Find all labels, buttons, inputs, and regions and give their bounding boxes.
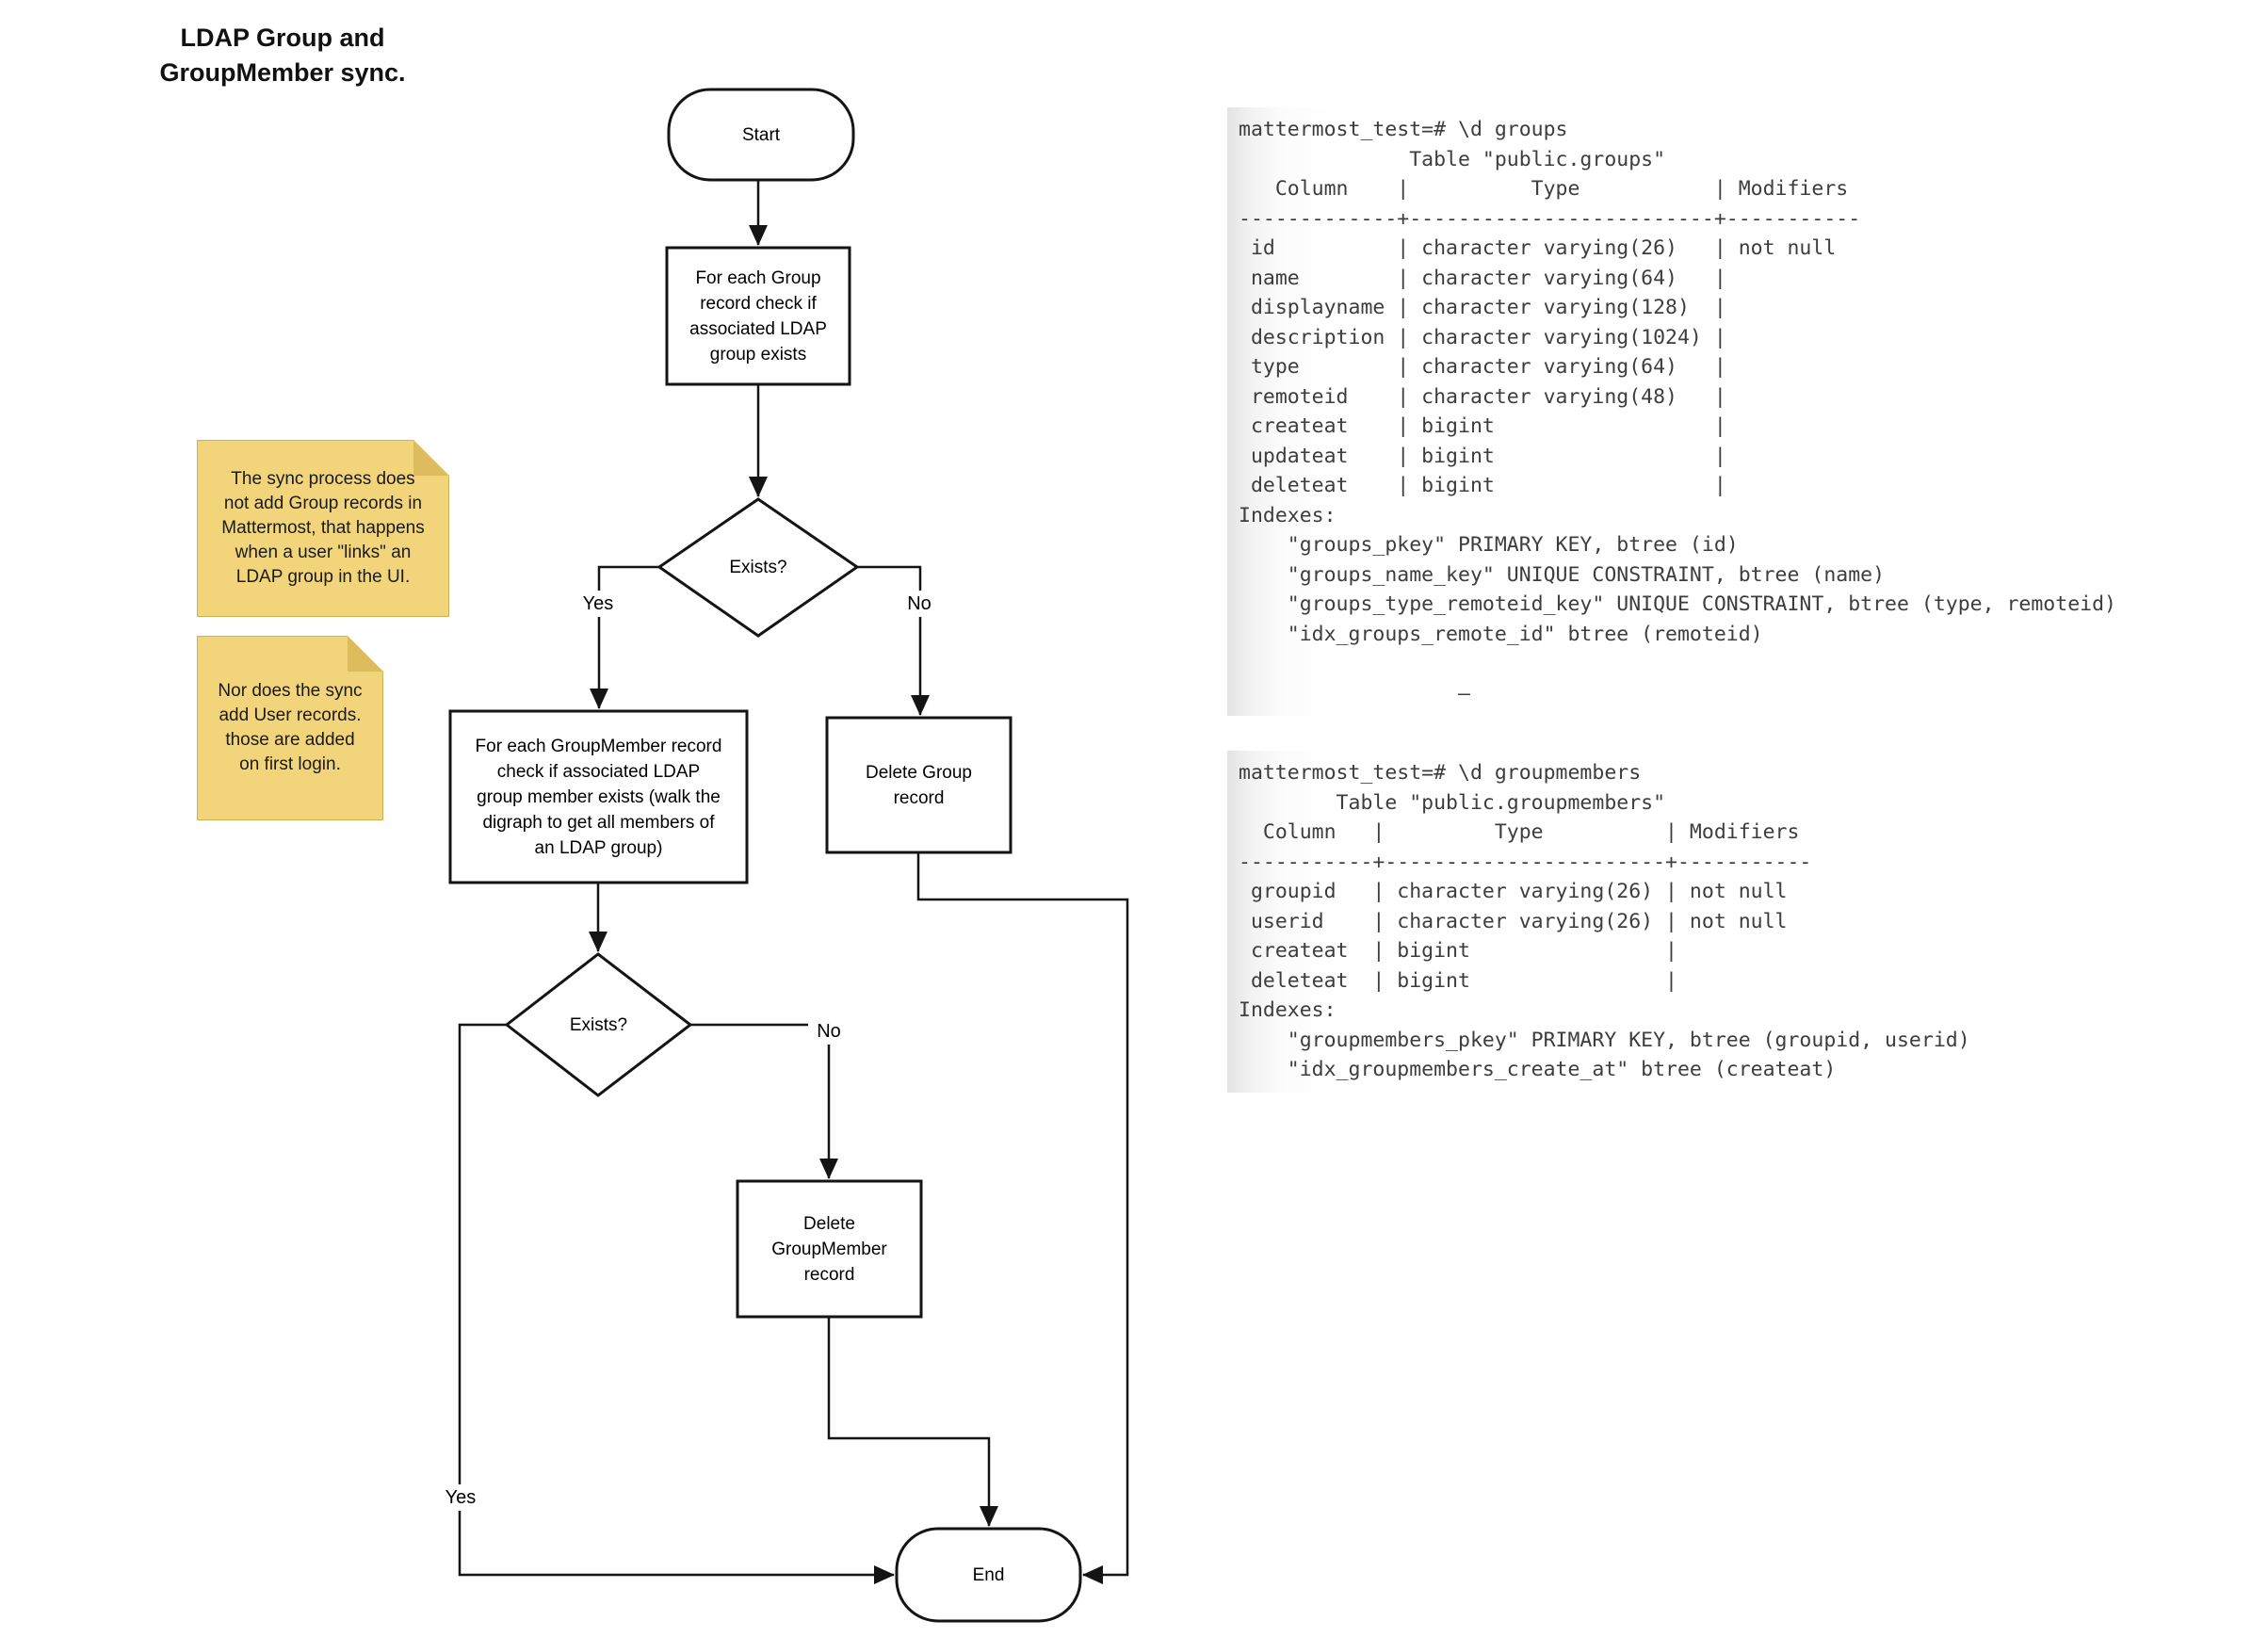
start-node-shape [667, 88, 855, 182]
exists1-diamond-label: Exists? [729, 558, 787, 577]
check-groupmember-box-shape [448, 709, 749, 884]
flowchart-canvas [448, 88, 1129, 1623]
edge-deletegroupmember-to-end [827, 1317, 998, 1527]
edge-label-no-exists1: No [898, 591, 941, 617]
delete-groupmember-box-label: Delete GroupMember record [771, 1213, 887, 1285]
edge-label-yes-exists2: Yes [437, 1484, 484, 1511]
start-node-label: Start [741, 124, 781, 145]
edge-exists1-no-to-deletegroup [857, 565, 930, 716]
check-groupmember-box-label: For each GroupMember record check if ass… [475, 736, 722, 858]
diagram-title: LDAP Group and GroupMember sync. [159, 24, 406, 87]
sticky-note-user-records-text: Nor does the sync add User records. thos… [218, 681, 363, 774]
check-group-box-label: For each Group record check if associate… [689, 267, 827, 365]
check-group-box-shape [665, 246, 851, 386]
terminal-groups-table: mattermost_test=# \d groups Table "publi… [1227, 107, 2116, 716]
exists2-diamond-shape [504, 952, 693, 1097]
edge-label-no-exists2: No [808, 1018, 850, 1045]
exists1-diamond-shape [656, 497, 860, 638]
delete-group-box-label: Delete Group record [865, 762, 972, 808]
edge-exists2-no-to-deletegroupmember [690, 1023, 838, 1179]
edge-exists1-yes-to-checkgroupmember [590, 565, 659, 709]
edge-exists2-yes-to-end [458, 1023, 895, 1584]
edge-deletegroup-to-end [916, 852, 1129, 1584]
delete-group-box-shape [825, 716, 1012, 854]
sticky-note-group-records: The sync process does not add Group reco… [197, 440, 449, 617]
edge-label-yes-exists1: Yes [575, 591, 622, 617]
terminal-groupmembers-table: mattermost_test=# \d groupmembers Table … [1227, 751, 1970, 1093]
delete-groupmember-box-shape [736, 1179, 923, 1319]
end-node-label: End [972, 1564, 1005, 1585]
exists2-diamond-label: Exists? [569, 1014, 628, 1035]
sticky-note-group-records-text: The sync process does not add Group reco… [221, 469, 425, 587]
end-node-shape [895, 1527, 1082, 1623]
